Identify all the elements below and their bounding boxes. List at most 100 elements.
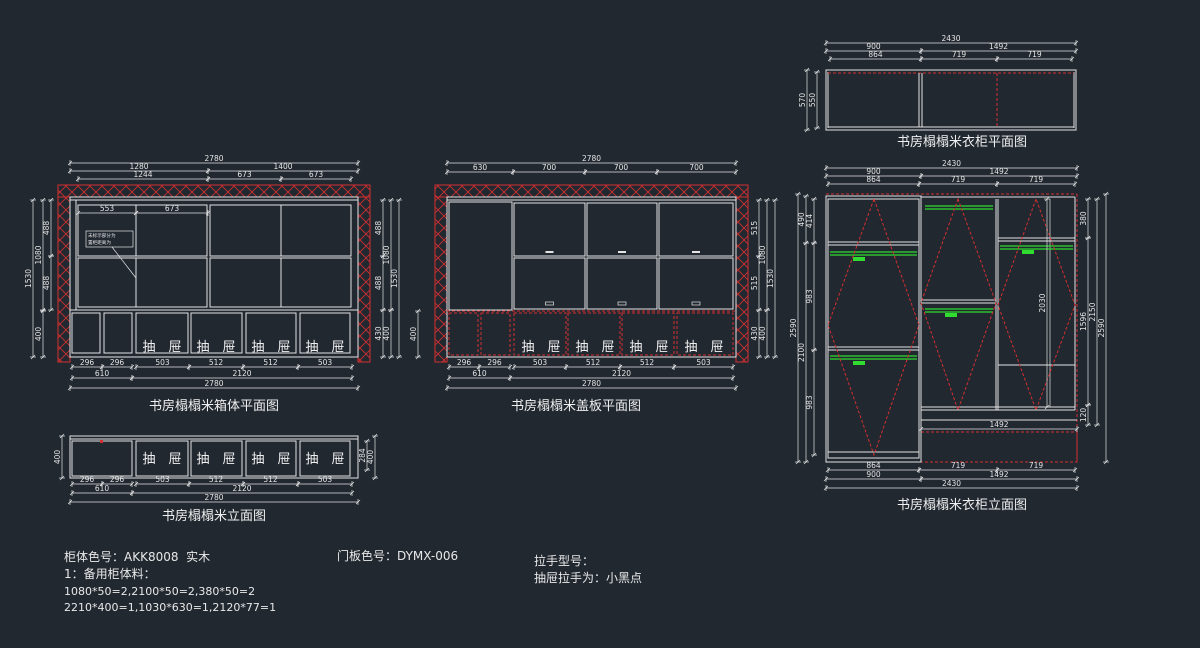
dimension-tick [396,197,402,203]
dimension-tick [40,308,46,314]
dimension-label: 296 [110,475,125,484]
door-handle [617,301,627,306]
dimension-label: 515 [750,276,759,291]
dimension-tick [133,210,139,216]
dimension-tick [1074,485,1080,491]
dimension-label: 296 [110,358,125,367]
dimension-tick [59,433,65,439]
drawer-box [676,312,734,356]
dimension-tick [40,197,46,203]
dimension-tick [186,481,192,487]
dimension-tick [1073,48,1079,54]
door-color-note: 门板色号：DYMX-006 [337,548,458,563]
handle-model-note: 拉手型号： [534,553,594,568]
drawing-title: 书房榻榻米箱体平面图 [149,398,279,414]
dimension-label: 503 [696,358,711,367]
dimension-tick [795,191,801,197]
dimension-tick [67,168,73,174]
dimension-label: 1080 [382,245,391,264]
dimension-label: 503 [155,358,170,367]
dimension-label: 983 [805,289,814,304]
dimension-label: 864 [866,461,881,470]
dimension-label: 430 [750,326,759,341]
dimension-tick [415,354,421,360]
dimension-tick [827,56,833,62]
dimension-tick [380,253,386,259]
door-handle [618,251,626,253]
drawer-box [567,312,621,356]
dimension-tick [40,354,46,360]
dimension-label: 1280 [129,162,148,171]
dimension-label: 296 [457,358,472,367]
dimension-tick [69,490,75,496]
dimension-tick [355,499,361,505]
dimension-tick [349,364,355,370]
dimension-tick [918,56,924,62]
door-panel [658,202,734,257]
dimension-tick [916,467,922,473]
drawer-box [299,440,351,477]
dimension-label: 719 [1027,50,1042,59]
dimension-tick [380,354,386,360]
dimension-tick [811,347,817,353]
dimension-label: 673 [309,170,324,179]
dimension-label: 380 [1079,211,1088,226]
dimension-tick [1085,196,1091,202]
drawer-label: 抽 [251,340,264,355]
drawer-label: 屉 [601,340,614,355]
door-handle [692,251,700,253]
dimension-tick [364,438,370,444]
dimension-tick [295,481,301,487]
dimension-label: 400 [366,450,375,465]
dimension-label: 610 [95,484,110,493]
dimension-label: 400 [53,450,62,465]
dimension-tick [994,181,1000,187]
dimension-tick [756,253,762,259]
door-panel [513,202,586,257]
dimension-tick [372,475,378,481]
storage-cubby [135,257,208,308]
dimension-label: 1492 [989,420,1008,429]
dimension-label: 296 [487,358,502,367]
storage-cubby [280,204,352,257]
dimension-tick [444,385,450,391]
dimension-tick [129,481,135,487]
dimension-tick [764,354,770,360]
dimension-tick [756,197,762,203]
dimension-label: 512 [209,475,224,484]
dimension-label: 610 [472,369,487,378]
dimension-label: 719 [951,175,966,184]
door-panel [658,257,734,310]
dimension-tick [730,375,736,381]
wall-hatch [434,196,448,363]
dimension-tick [186,364,192,370]
drawer-box [299,312,351,354]
dimension-label: 488 [42,221,51,236]
dimension-label: 700 [614,163,629,172]
dimension-tick [48,307,54,313]
drawer-box [190,312,243,354]
dimension-label: 488 [374,276,383,291]
dimension-tick [804,127,810,133]
cabinet-outline [69,435,359,479]
dimension-tick [1072,467,1078,473]
drawer-box [448,312,479,356]
dimension-label: 553 [100,204,115,213]
dimension-label: 2780 [204,154,223,163]
cabinet-outline [446,196,737,358]
dimension-label: 488 [374,221,383,236]
dimension-tick [444,169,450,175]
drawing-title: 书房榻榻米衣柜平面图 [897,134,1027,150]
dimension-label: 2430 [942,159,961,168]
dimension-tick [918,173,924,179]
drawer-label: 屉 [168,340,181,355]
dimension-tick [372,433,378,439]
dimension-tick [205,176,211,182]
dimension-label: 719 [952,50,967,59]
notes-block: 柜体色号：AKK8008 实木 1：备用柜体料： 1080*50=2,2100*… [64,548,642,614]
